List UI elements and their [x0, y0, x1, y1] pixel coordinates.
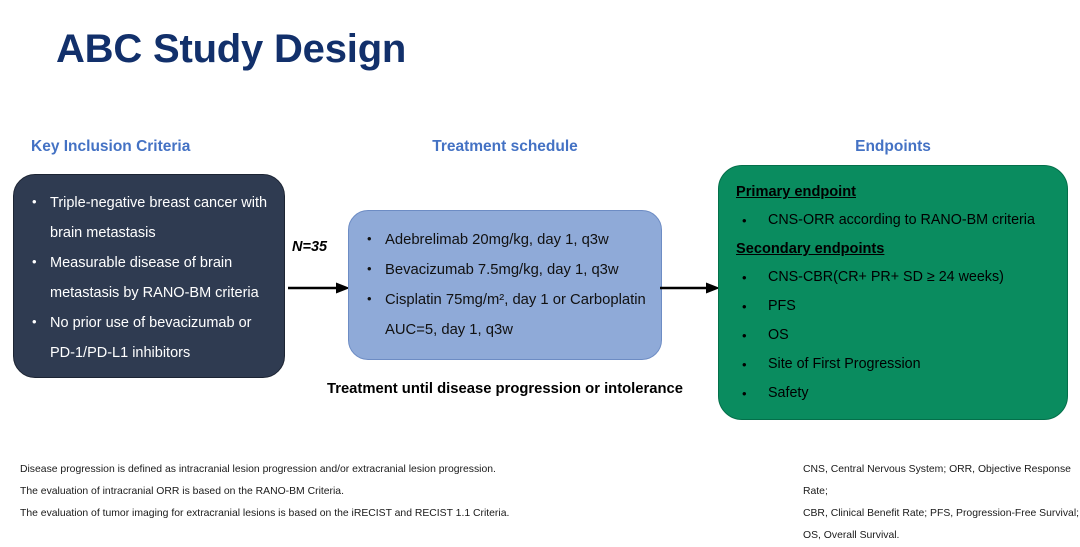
treatment-schedule-list: Adebrelimab 20mg/kg, day 1, q3w Bevacizu…	[363, 224, 653, 345]
inclusion-item-text: Triple-negative breast cancer with brain…	[50, 195, 268, 241]
column-header-treatment: Treatment schedule	[432, 138, 578, 155]
treatment-caption: Treatment until disease progression or i…	[326, 381, 684, 397]
secondary-endpoints-list: CNS-CBR(CR+ PR+ SD ≥ 24 weeks) PFS OS Si…	[736, 263, 1059, 408]
footnote-line: The evaluation of tumor imaging for extr…	[20, 508, 510, 519]
footnote-line: The evaluation of intracranial ORR is ba…	[20, 486, 344, 497]
list-item: CNS-ORR according to RANO-BM criteria	[736, 206, 1059, 235]
secondary-endpoint-text: Site of First Progression	[768, 356, 921, 372]
treatment-schedule-box: Adebrelimab 20mg/kg, day 1, q3w Bevacizu…	[348, 210, 662, 360]
list-item: No prior use of bevacizumab or PD-1/PD-L…	[28, 307, 276, 368]
inclusion-criteria-list: Triple-negative breast cancer with brain…	[28, 187, 276, 368]
arrow-right-icon	[288, 282, 350, 294]
primary-endpoint-heading: Primary endpoint	[736, 184, 857, 200]
secondary-endpoints-heading: Secondary endpoints	[736, 241, 885, 257]
secondary-endpoint-text: OS	[768, 327, 789, 343]
secondary-endpoint-text: CNS-CBR(CR+ PR+ SD ≥ 24 weeks)	[768, 269, 1004, 285]
treatment-item-text: Adebrelimab 20mg/kg, day 1, q3w	[385, 232, 609, 248]
footnote-line: CNS, Central Nervous System; ORR, Object…	[803, 464, 1071, 497]
primary-endpoint-list: CNS-ORR according to RANO-BM criteria	[736, 206, 1059, 235]
list-item: Cisplatin 75mg/m², day 1 or Carboplatin …	[363, 284, 653, 345]
arrow-right-icon	[660, 282, 720, 294]
endpoints-content: Primary endpoint CNS-ORR according to RA…	[736, 178, 1059, 408]
primary-endpoint-text: CNS-ORR according to RANO-BM criteria	[768, 212, 1035, 228]
treatment-item-text: Cisplatin 75mg/m², day 1 or Carboplatin …	[385, 292, 646, 338]
slide-canvas: ABC Study Design Key Inclusion Criteria …	[0, 0, 1080, 530]
list-item: Bevacizumab 7.5mg/kg, day 1, q3w	[363, 254, 653, 285]
list-item: Site of First Progression	[736, 350, 1059, 379]
footnote-left: Disease progression is defined as intrac…	[20, 459, 660, 525]
secondary-endpoint-text: Safety	[768, 385, 809, 401]
list-item: Triple-negative breast cancer with brain…	[28, 187, 276, 248]
list-item: Adebrelimab 20mg/kg, day 1, q3w	[363, 224, 653, 255]
footnote-abbreviations: CNS, Central Nervous System; ORR, Object…	[803, 459, 1080, 547]
list-item: Safety	[736, 379, 1059, 408]
inclusion-criteria-box: Triple-negative breast cancer with brain…	[13, 174, 285, 378]
column-header-endpoints: Endpoints	[855, 138, 931, 155]
inclusion-item-text: No prior use of bevacizumab or PD-1/PD-L…	[50, 315, 252, 361]
list-item: OS	[736, 321, 1059, 350]
endpoints-box: Primary endpoint CNS-ORR according to RA…	[718, 165, 1068, 420]
secondary-endpoint-text: PFS	[768, 298, 796, 314]
page-title: ABC Study Design	[56, 27, 407, 71]
list-item: Measurable disease of brain metastasis b…	[28, 247, 276, 308]
column-header-inclusion: Key Inclusion Criteria	[31, 138, 191, 155]
inclusion-item-text: Measurable disease of brain metastasis b…	[50, 255, 259, 301]
treatment-item-text: Bevacizumab 7.5mg/kg, day 1, q3w	[385, 262, 619, 278]
list-item: CNS-CBR(CR+ PR+ SD ≥ 24 weeks)	[736, 263, 1059, 292]
enrollment-label: N=35	[292, 239, 328, 255]
list-item: PFS	[736, 292, 1059, 321]
footnote-line: Disease progression is defined as intrac…	[20, 464, 496, 475]
footnote-line: CBR, Clinical Benefit Rate; PFS, Progres…	[803, 508, 1080, 519]
footnote-line: OS, Overall Survival.	[803, 530, 900, 541]
